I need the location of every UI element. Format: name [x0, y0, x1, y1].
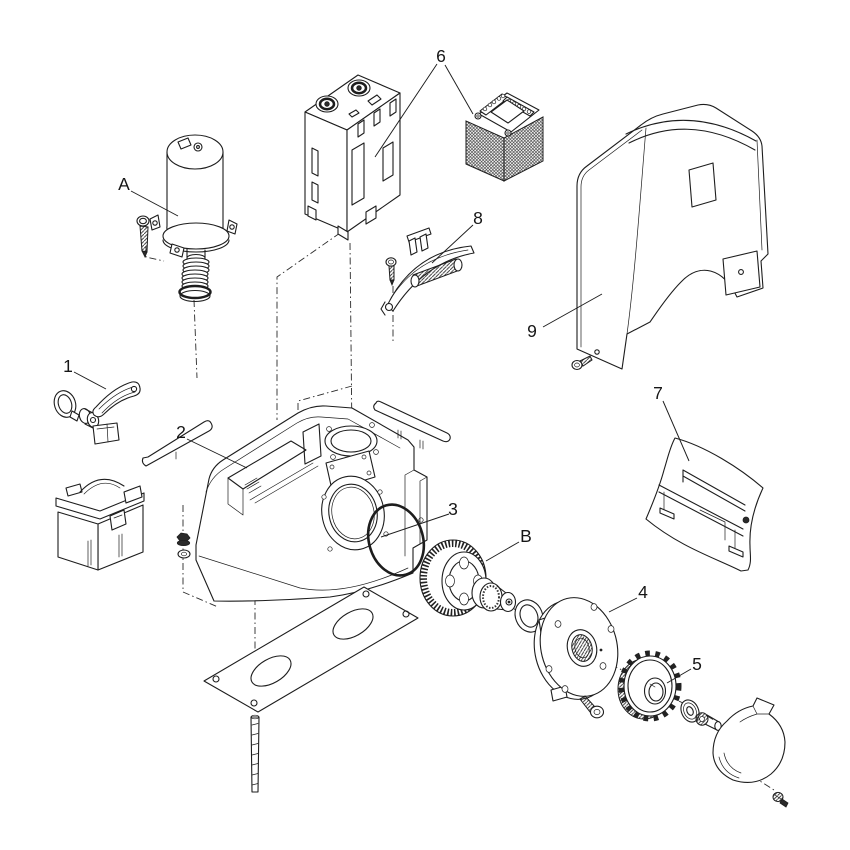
fixing-bracket — [645, 437, 764, 572]
drive-gear — [419, 539, 517, 617]
worm-gear — [178, 257, 212, 303]
sprocket-cover — [712, 697, 786, 783]
transformer — [465, 92, 544, 182]
control-unit — [304, 74, 401, 241]
label-A: A — [118, 174, 130, 194]
cover-housing — [571, 103, 769, 371]
hex-nut — [176, 532, 191, 547]
limit-stop-segment — [380, 227, 475, 316]
release-knob — [347, 79, 371, 97]
release-knob — [315, 95, 339, 113]
cover-screw-small — [772, 791, 789, 808]
segment-screw — [385, 257, 397, 287]
part-labels: A 1 2 3 B 4 5 6 7 8 9 — [63, 46, 702, 674]
label-8: 8 — [473, 208, 483, 228]
flange-plate — [533, 597, 619, 719]
cover-strip-right — [373, 400, 451, 450]
label-9: 9 — [527, 321, 537, 341]
output-sprocket — [617, 650, 682, 722]
washer — [177, 549, 191, 559]
label-3: 3 — [448, 499, 458, 519]
label-7: 7 — [653, 383, 663, 403]
base-gasket-plate — [203, 586, 419, 713]
motor-assembly — [136, 134, 238, 303]
label-4: 4 — [638, 582, 648, 602]
label-5: 5 — [692, 654, 702, 674]
release-lever — [53, 381, 141, 445]
o-ring — [366, 503, 426, 577]
battery-compartment — [55, 478, 145, 571]
label-6: 6 — [436, 46, 446, 66]
leader-lines — [73, 63, 692, 684]
motor-screw — [136, 215, 150, 258]
label-1: 1 — [63, 356, 73, 376]
flange-screw — [579, 695, 605, 719]
label-B: B — [520, 526, 532, 546]
sprocket-washer — [680, 699, 700, 723]
release-key — [53, 390, 80, 422]
threaded-rod — [250, 714, 260, 793]
cover-screw — [571, 355, 593, 371]
sprocket-bolt — [695, 712, 722, 731]
label-2: 2 — [176, 422, 186, 442]
chassis-base — [195, 405, 428, 602]
cover-strip-left — [141, 420, 213, 467]
roller-pin — [410, 258, 463, 288]
